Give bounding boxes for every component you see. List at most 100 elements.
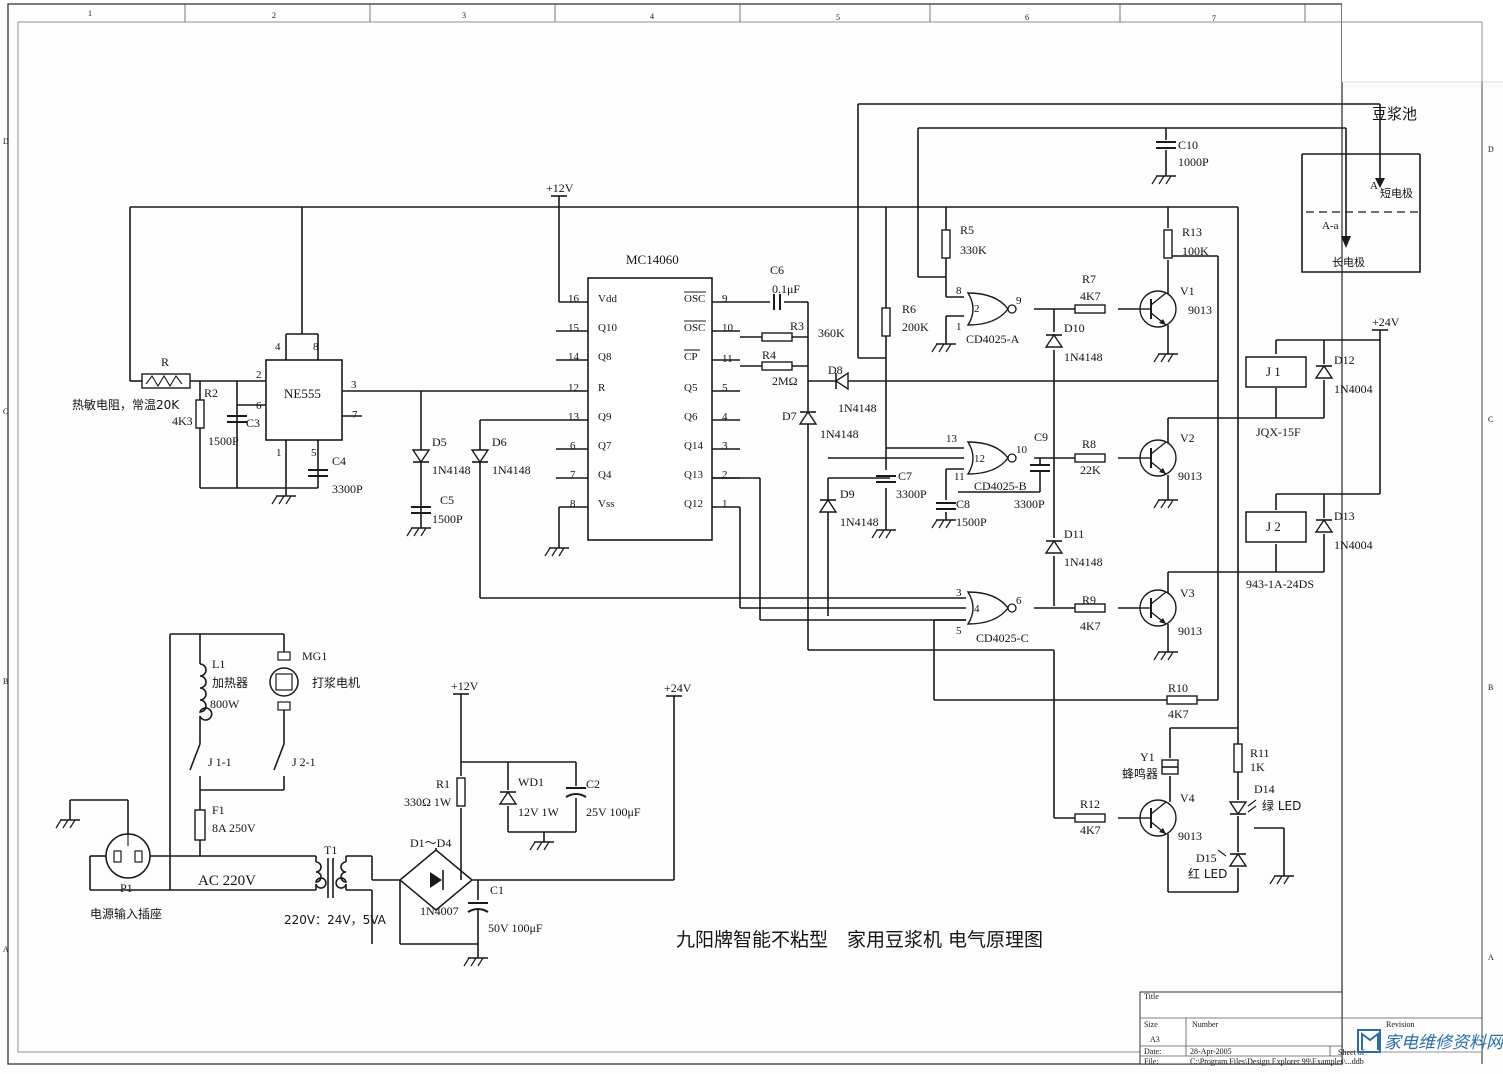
v1-value: 9013 [1188,303,1212,317]
resistor-r12: R12 4K7 [1074,797,1106,837]
pin-number: 2 [256,369,262,381]
c8-label: C8 [956,497,970,511]
c10-value: 1000P [1178,155,1209,169]
d8-label: D8 [828,363,843,377]
column-label: 4 [650,12,654,21]
column-label: 3 [462,11,466,20]
pin-name: Q4 [598,469,612,481]
row-label: D [3,137,9,146]
gate-pin: 8 [956,285,962,297]
pin-name: Q5 [684,382,698,394]
gate-a-label: CD4025-A [966,332,1020,346]
wd1-label: WD1 [518,775,544,789]
pin-number: 8 [313,341,319,353]
d13-value: 1N4004 [1334,538,1373,552]
d11-value: 1N4148 [1064,555,1103,569]
r12-label: R12 [1080,797,1100,811]
r2-value: 4K3 [172,414,193,428]
v3-label: V3 [1180,586,1195,600]
r8-label: R8 [1082,437,1096,451]
mc14060-counter: MC14060 16 15 14 12 13 6 7 8 Vdd Q10 Q8 … [568,252,734,541]
bridge-rectifier: D1～D4 1N4007 [398,836,674,945]
c9-value: 3300P [1014,497,1045,511]
title-block-size: Size [1144,1020,1158,1029]
r6-value: 200K [902,320,929,334]
r9-label: R9 [1082,593,1096,607]
diode-d13: D13 1N4004 [1315,509,1373,552]
l1-desc: 加热器 [212,676,248,690]
resistor-r5: R5 330K [941,223,987,259]
capacitor-c1: C1 50V 100μF [467,880,543,958]
r9-value: 4K7 [1080,619,1101,633]
r11-value: 1K [1250,760,1265,774]
title-block-title: Title [1144,992,1159,1001]
rail-label: +12V [451,679,479,693]
transistor-v2: V2 9013 [1139,431,1202,483]
v2-value: 9013 [1178,469,1202,483]
r13-value: 100K [1182,244,1209,258]
diode-d5: D5 1N4148 [412,435,471,477]
right-pin-numbers: 9 10 11 5 4 3 2 1 [722,293,734,510]
pin-number: 8 [570,498,576,510]
gate-pin: 5 [956,625,962,637]
led-d15: D15 红 LED [1188,849,1247,881]
bridge-label: D1～D4 [410,836,451,850]
capacitor-c5: C5 1500P [410,493,463,526]
capacitor-c7: C7 3300P [875,469,927,501]
rail-24v-right: +24V [1372,315,1400,331]
c2-value: 25V 100μF [586,805,641,819]
column-ruler: 1 2 3 4 5 6 7 [88,4,1306,23]
c4-value: 3300P [332,482,363,496]
transistor-v1: V1 9013 [1139,284,1212,328]
wd1-value: 12V 1W [518,805,559,819]
pin-name: R [598,382,606,394]
thermistor-label: R [161,355,169,369]
diode-d7: D7 1N4148 [782,409,859,441]
pin-name: Q14 [684,440,703,452]
pin-name: Vss [598,498,615,510]
watermark: 家电维修资料网 [1357,1029,1503,1053]
c7-value: 3300P [896,487,927,501]
pin-number: 11 [722,353,733,365]
c8-value: 1500P [956,515,987,529]
j1-value: JQX-15F [1256,425,1301,439]
r5-label: R5 [960,223,974,237]
d9-label: D9 [840,487,855,501]
j21-label: J 2-1 [292,755,316,769]
r5-value: 330K [960,243,987,257]
revision-cell: Revision [1342,1017,1482,1029]
r3-value: 360K [818,326,845,340]
t1-label: T1 [324,843,337,857]
resistor-r4: R4 2MΩ [761,348,798,388]
pin-name: Q7 [598,440,612,452]
v4-value: 9013 [1178,829,1202,843]
d13-label: D13 [1334,509,1355,523]
c5-label: C5 [440,493,454,507]
diode-d6: D6 1N4148 [471,435,531,477]
j2-label: J 2 [1266,519,1281,534]
transistor-v4: V4 9013 [1139,791,1202,843]
diode-d11: D11 1N4148 [1045,527,1103,569]
capacitor-c4: C4 3300P [307,454,363,496]
pool-a-a-label: A-a [1322,220,1339,232]
p1-label: P1 [120,881,133,895]
pin-number: 4 [722,411,728,423]
v2-label: V2 [1180,431,1195,445]
motor-mg1: MG1 打浆电机 [269,649,360,711]
watermark-text: 家电维修资料网 [1384,1033,1503,1053]
r8-value: 22K [1080,463,1101,477]
fuse-f1: F1 8A 250V [194,803,256,841]
resistor-r2: R2 4K3 [172,386,218,429]
pin-number: 13 [568,411,580,423]
rail-12v-top: +12V [546,181,574,197]
gate-pin: 6 [1016,595,1022,607]
row-ruler: D C B A D C B A [3,137,1494,962]
title-block-sheet: Sheet of [1338,1048,1365,1057]
gate-b-label: CD4025-B [974,479,1027,493]
diagram-title: 九阳牌智能不粘型 家用豆浆机 电气原理图 [676,929,1043,951]
y1-value: 蜂鸣器 [1122,766,1158,781]
gate-pin: 9 [1016,295,1022,307]
pin-number: 7 [352,409,358,421]
heater-l1: L1 加热器 800W [198,657,248,721]
capacitor-c9: C9 3300P [1014,430,1051,511]
